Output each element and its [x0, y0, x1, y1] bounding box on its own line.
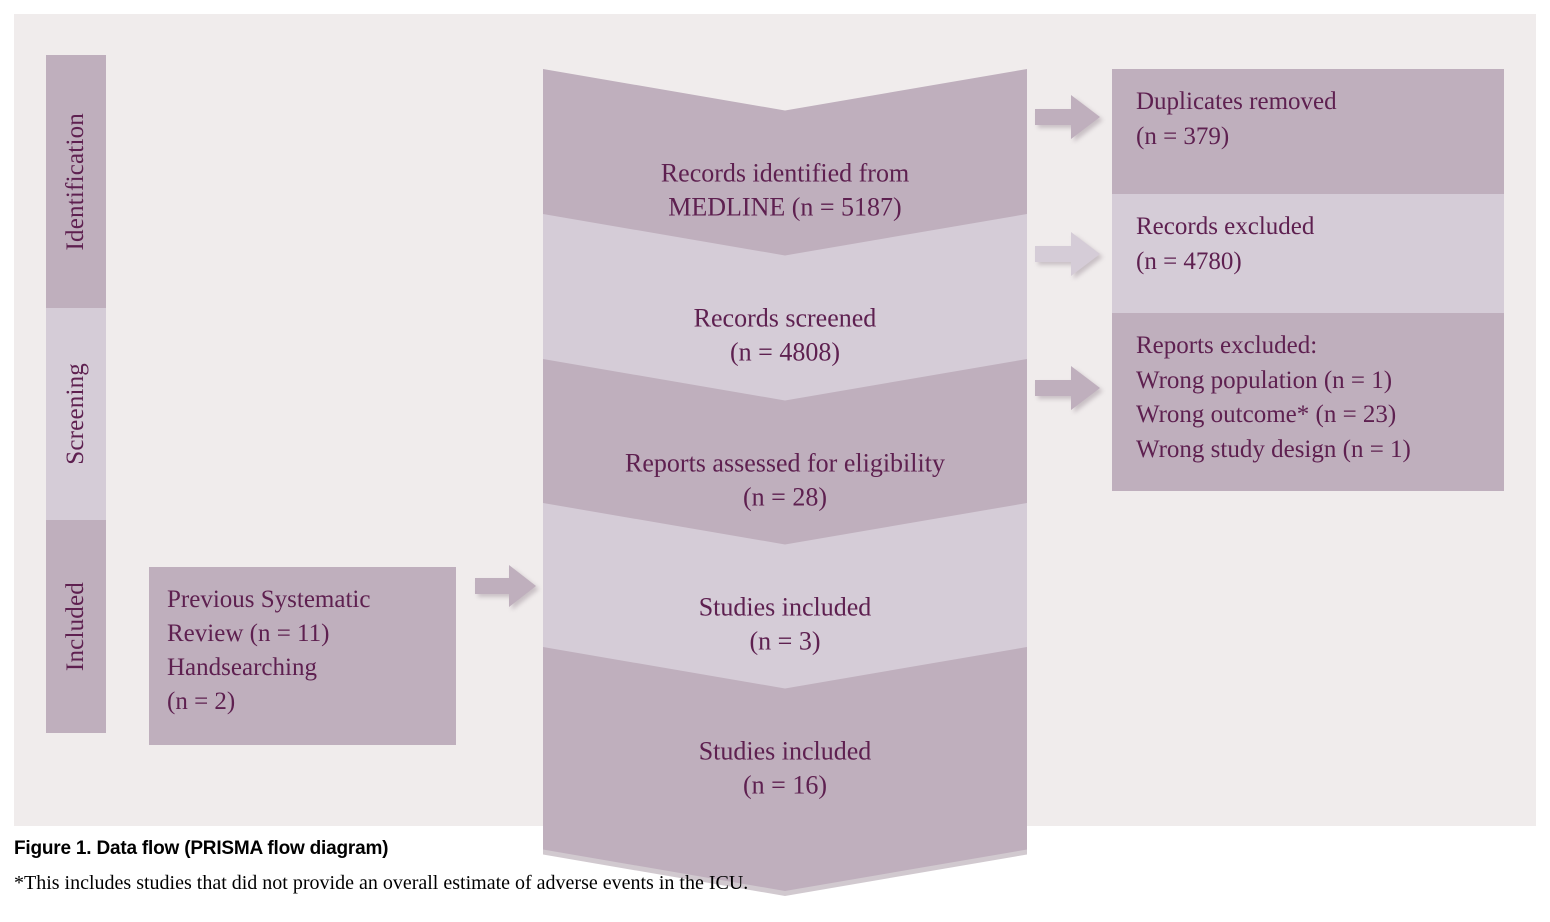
flow-step-4-line-1: Studies included — [698, 592, 872, 622]
source-box-line-4: (n = 2) — [167, 688, 236, 715]
flow-step-2-line-1: Records screened — [693, 303, 877, 333]
exclusion-reports-line-4: Wrong study design (n = 1) — [1136, 435, 1411, 463]
exclusion-box-reports-excluded: Reports excluded: Wrong population (n = … — [1112, 313, 1504, 491]
flow-step-3-line-2: (n = 28) — [743, 483, 827, 512]
figure-panel: Identification Screening Included Previo… — [14, 14, 1536, 896]
flow-step-4-line-2: (n = 3) — [749, 627, 821, 656]
flow-funnel: Records identified from MEDLINE (n = 518… — [543, 69, 1027, 896]
flow-step-5-line-2: (n = 16) — [743, 771, 827, 800]
figure-caption: Figure 1. Data flow (PRISMA flow diagram… — [14, 838, 1536, 895]
stage-label-identification: Identification — [62, 112, 89, 251]
figure-caption-footnote: *This includes studies that did not prov… — [14, 872, 749, 894]
flow-step-3-line-1: Reports assessed for eligibility — [625, 448, 945, 478]
source-box-line-2: Review (n = 11) — [167, 620, 330, 647]
flow-step-5-line-1: Studies included — [698, 736, 872, 766]
exclusion-box-records-excluded: Records excluded (n = 4780) — [1112, 194, 1504, 313]
stage-band-included: Included — [46, 520, 106, 733]
stage-band-identification: Identification — [46, 55, 106, 308]
flow-step-1-line-1: Records identified from — [660, 158, 910, 188]
exclusion-reports-line-2: Wrong population (n = 1) — [1136, 366, 1393, 394]
source-box-line-1: Previous Systematic — [167, 586, 371, 613]
arrow-right-icon-to-reports-excluded — [1035, 363, 1101, 413]
exclusion-duplicates-line-1: Duplicates removed — [1136, 88, 1337, 115]
source-box-line-3: Handsearching — [167, 654, 317, 681]
flow-step-2-line-2: (n = 4808) — [730, 338, 840, 367]
exclusion-reports-line-3: Wrong outcome* (n = 23) — [1136, 401, 1397, 428]
source-box-previous-review: Previous Systematic Review (n = 11) Hand… — [149, 567, 456, 745]
flow-step-1-line-2: MEDLINE (n = 5187) — [668, 193, 902, 222]
exclusion-box-duplicates-removed: Duplicates removed (n = 379) — [1112, 69, 1504, 194]
exclusion-duplicates-line-2: (n = 379) — [1136, 122, 1230, 150]
exclusion-records-line-2: (n = 4780) — [1136, 247, 1242, 275]
stage-label-screening: Screening — [62, 363, 89, 465]
arrow-right-icon-to-duplicates — [1035, 92, 1101, 142]
arrow-right-icon-source-to-flow — [475, 562, 537, 610]
stage-rail: Identification Screening Included — [46, 55, 106, 733]
exclusion-reports-line-1: Reports excluded: — [1136, 332, 1318, 359]
figure-caption-title: Figure 1. Data flow (PRISMA flow diagram… — [14, 838, 389, 859]
stage-label-included: Included — [62, 581, 89, 672]
exclusion-records-line-1: Records excluded — [1136, 213, 1315, 240]
arrow-right-icon-to-records-excluded — [1035, 229, 1101, 279]
stage-band-screening: Screening — [46, 308, 106, 520]
